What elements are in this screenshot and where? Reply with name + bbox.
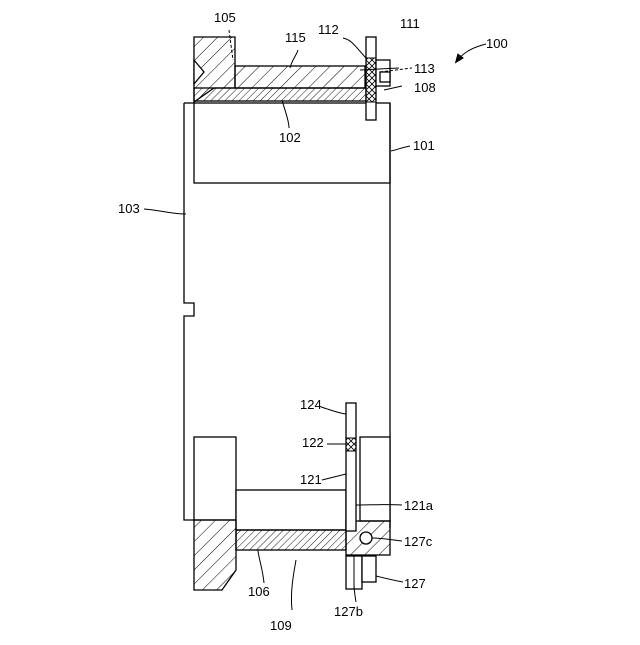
- label-101: 101: [413, 138, 435, 153]
- label-103: 103: [118, 201, 140, 216]
- label-127: 127: [404, 576, 426, 591]
- lower-housing: [194, 437, 390, 530]
- bottom-flange-106: [194, 520, 236, 590]
- plate-124: [346, 403, 356, 531]
- shaft-115: [235, 66, 365, 88]
- label-122: 122: [302, 435, 324, 450]
- label-105: 105: [214, 10, 236, 25]
- label-100: 100: [486, 36, 508, 51]
- plate-111: [366, 37, 376, 120]
- label-106: 106: [248, 584, 270, 599]
- label-121a: 121a: [404, 498, 434, 513]
- label-127c: 127c: [404, 534, 433, 549]
- bearing-102: [194, 88, 366, 101]
- label-127b: 127b: [334, 604, 363, 619]
- label-112: 112: [318, 22, 339, 37]
- label-124: 124: [300, 397, 322, 412]
- label-102: 102: [279, 130, 301, 145]
- label-115: 115: [285, 30, 306, 45]
- bolt-113: [376, 60, 412, 86]
- label-121: 121: [300, 472, 322, 487]
- label-113: 113: [414, 61, 435, 76]
- bolt-127: [346, 556, 376, 589]
- label-109: 109: [270, 618, 292, 633]
- label-108: 108: [414, 80, 436, 95]
- label-111: 111: [400, 16, 420, 31]
